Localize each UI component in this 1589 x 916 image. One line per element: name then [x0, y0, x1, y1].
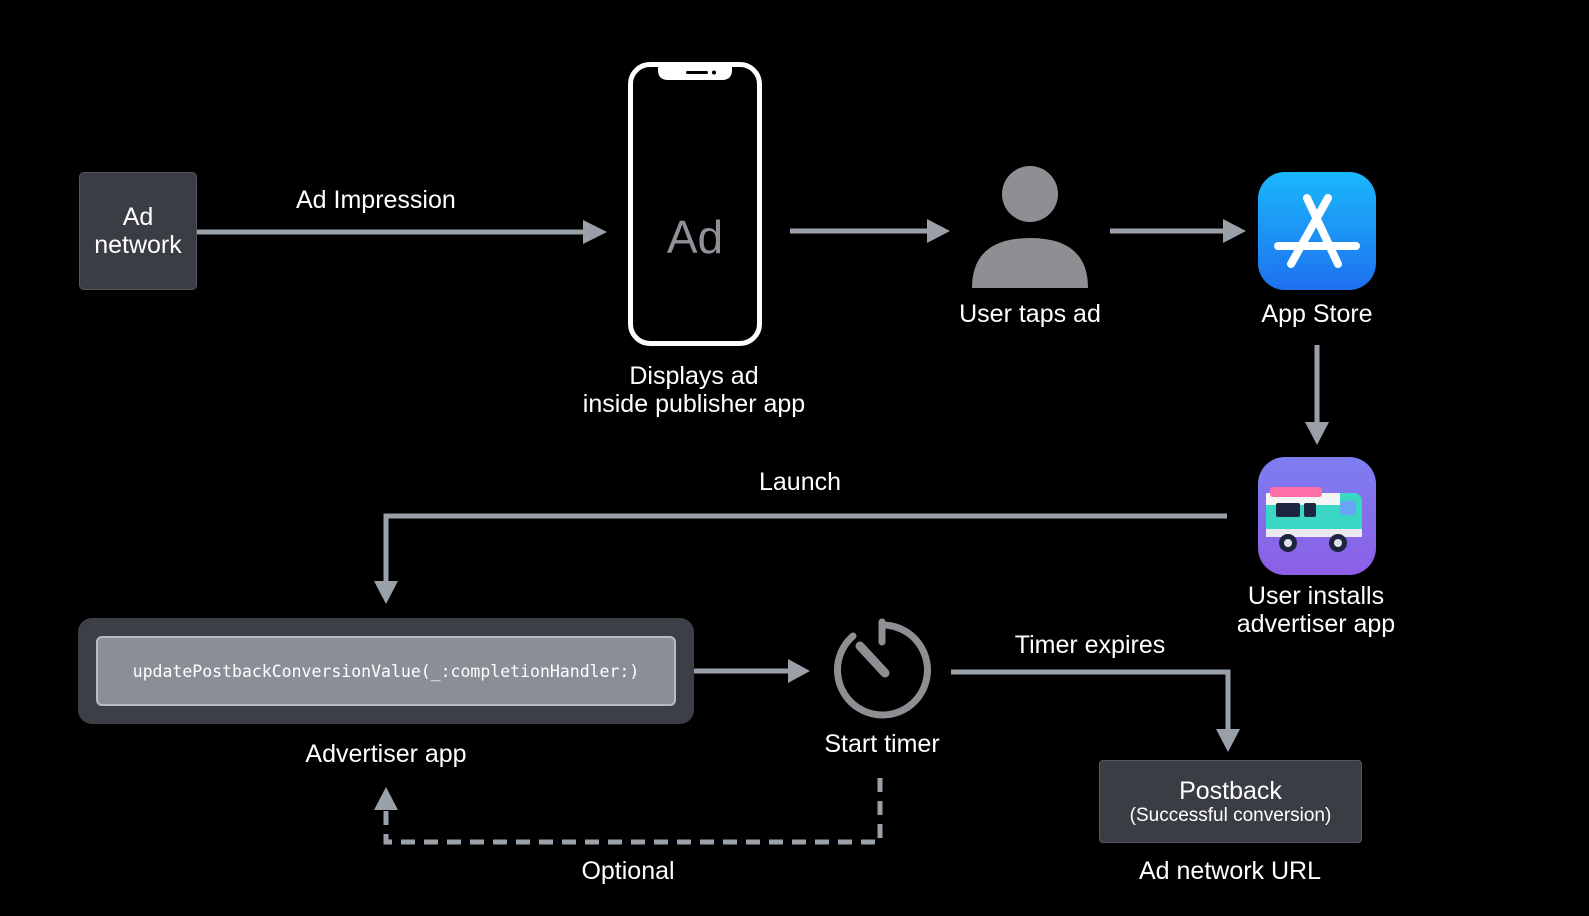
timer-expires-label: Timer expires — [1014, 631, 1166, 659]
phone-caption-line1: Displays ad — [629, 362, 759, 390]
postback-box: Postback (Successful conversion) — [1099, 760, 1362, 843]
optional-label: Optional — [581, 857, 675, 885]
phone-caption-line2: inside publisher app — [582, 390, 806, 418]
app-store-icon — [1258, 172, 1376, 290]
timer-caption: Start timer — [824, 730, 940, 758]
postback-subtitle: (Successful conversion) — [1129, 805, 1332, 826]
advertiser-app-caption: Advertiser app — [305, 740, 467, 768]
install-caption-line2: advertiser app — [1236, 610, 1396, 638]
ad-impression-label: Ad Impression — [296, 186, 456, 214]
ad-placeholder-text: Ad — [666, 211, 724, 263]
user-caption: User taps ad — [959, 300, 1101, 328]
timer-icon — [833, 618, 931, 719]
arrow-optional — [383, 778, 883, 845]
ad-network-box: Ad network — [79, 172, 197, 290]
phone-notch — [658, 66, 732, 80]
launch-label: Launch — [758, 468, 842, 496]
postback-title: Postback — [1179, 777, 1282, 805]
conversion-api-code: updatePostbackConversionValue(_:completi… — [96, 636, 676, 706]
app-store-caption: App Store — [1261, 300, 1373, 328]
phone-icon: Ad — [628, 62, 762, 346]
arrow-launch — [383, 513, 1227, 583]
app-store-glyph — [1274, 194, 1360, 268]
ad-network-label: Ad network — [94, 203, 182, 259]
arrow-timer-expires — [951, 669, 1231, 731]
install-caption-line1: User installs — [1247, 582, 1385, 610]
food-truck-app-icon — [1258, 457, 1376, 575]
food-truck-glyph — [1266, 487, 1362, 552]
person-icon — [972, 166, 1088, 288]
postback-caption: Ad network URL — [1138, 857, 1322, 885]
